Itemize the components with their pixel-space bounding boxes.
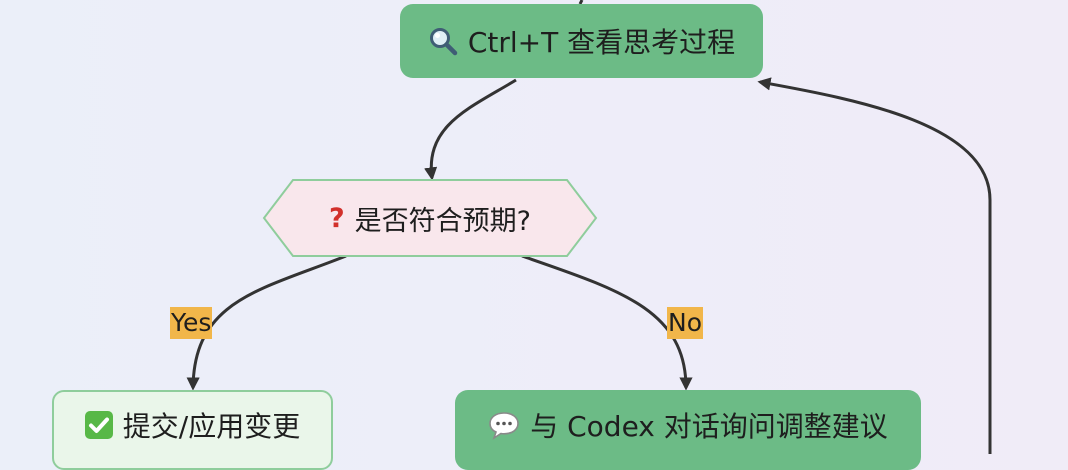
decision-node: ? 是否符合预期?	[265, 180, 595, 256]
edge-decision-to-commit	[186, 254, 347, 391]
edge-label-no: No	[667, 307, 703, 339]
discuss-label: 与 Codex 对话询问调整建议	[530, 410, 888, 443]
edge-label-yes: Yes	[170, 307, 213, 339]
edge-decision-to-discuss	[521, 254, 693, 391]
check-mark-icon	[84, 411, 113, 439]
edge-loop-back	[757, 77, 992, 454]
decision-node-shape	[262, 179, 598, 257]
view-thinking-node: Ctrl+T 查看思考过程	[400, 4, 763, 78]
commit-label: 提交/应用变更	[122, 410, 301, 443]
decision-label: 是否符合预期?	[354, 205, 531, 237]
discuss-node: 与 Codex 对话询问调整建议	[455, 390, 921, 470]
speech-bubble-icon	[488, 410, 520, 440]
edge-view-to-decision	[424, 78, 517, 181]
commit-node: 提交/应用变更	[52, 390, 333, 470]
question-mark-icon: ?	[328, 202, 345, 234]
view-thinking-label: Ctrl+T 查看思考过程	[467, 26, 736, 59]
flowchart-edges	[186, 0, 992, 454]
magnifier-icon	[428, 26, 458, 56]
edge-incoming	[578, 0, 584, 5]
